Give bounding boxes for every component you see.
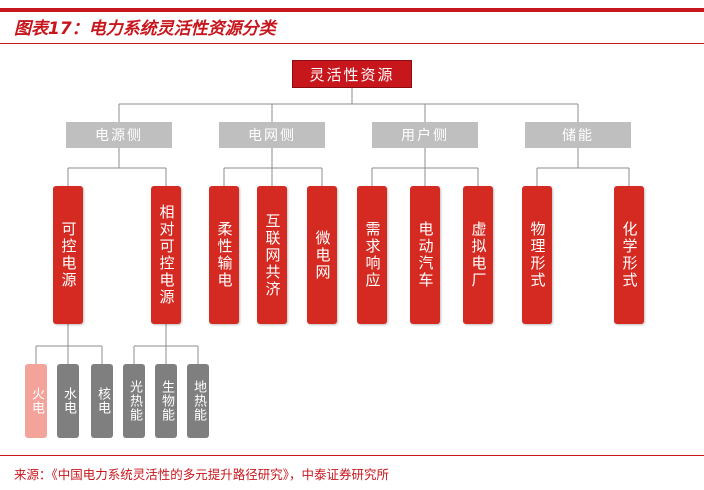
leaf-chemical-storage: 化学形式 (614, 186, 644, 324)
leaf-virtual-power-plant: 虚拟电厂 (463, 186, 493, 324)
footer-divider (0, 455, 704, 456)
sub-solar-thermal: 光热能 (123, 364, 145, 438)
leaf-demand-response: 需求响应 (357, 186, 387, 324)
sub-hydro-power: 水电 (57, 364, 79, 438)
category-user-side: 用户侧 (372, 122, 478, 148)
leaf-relatively-controllable-power: 相对可控电源 (151, 186, 181, 324)
category-storage: 储能 (525, 122, 631, 148)
title-divider (0, 43, 704, 44)
leaf-interconnection: 互联网共济 (257, 186, 287, 324)
leaf-electric-vehicle: 电动汽车 (410, 186, 440, 324)
leaf-flexible-transmission: 柔性输电 (209, 186, 239, 324)
sub-geothermal: 地热能 (187, 364, 209, 438)
leaf-controllable-power: 可控电源 (53, 186, 83, 324)
leaf-microgrid: 微电网 (307, 186, 337, 324)
sub-thermal-power: 火电 (25, 364, 47, 438)
source-note: 来源：《中国电力系统灵活性的多元提升路径研究》，中泰证券研究所 (14, 467, 390, 482)
sub-nuclear-power: 核电 (91, 364, 113, 438)
sub-bioenergy: 生物能 (155, 364, 177, 438)
root-node: 灵活性资源 (292, 60, 412, 88)
figure-title: 图表17：电力系统灵活性资源分类 (14, 19, 276, 39)
category-grid-side: 电网侧 (219, 122, 325, 148)
leaf-physical-storage: 物理形式 (522, 186, 552, 324)
category-supply-side: 电源侧 (66, 122, 172, 148)
top-accent-bar (0, 8, 704, 12)
